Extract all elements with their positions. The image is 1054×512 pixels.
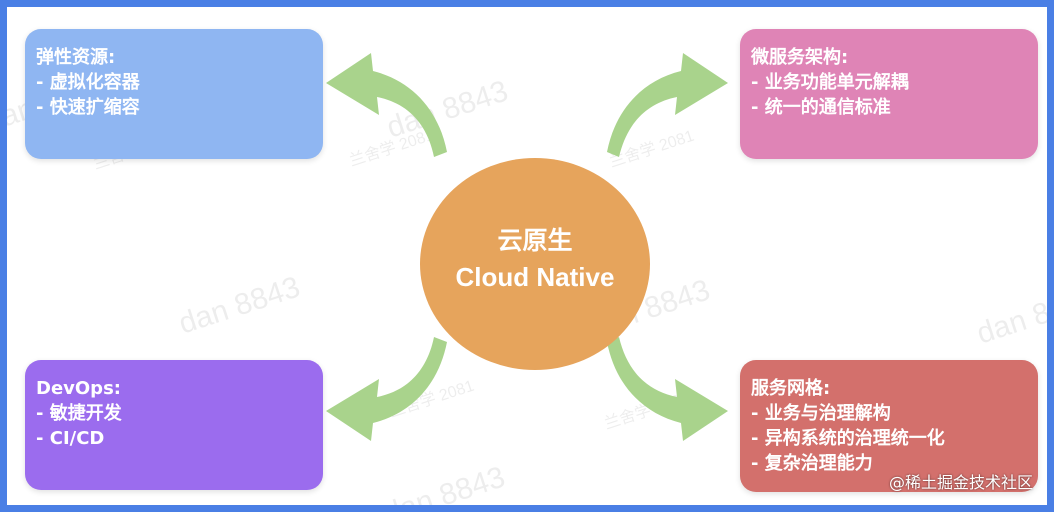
center-title-en: Cloud Native (455, 262, 615, 292)
box-devops: DevOps: - 敏捷开发 - CI/CD (25, 360, 323, 490)
box-elastic-resources: 弹性资源: - 虚拟化容器 - 快速扩缩容 (25, 29, 323, 159)
box-item: - 虚拟化容器 (36, 72, 140, 93)
box-microservices: 微服务架构: - 业务功能单元解耦 - 统一的通信标准 (740, 29, 1038, 159)
box-item: - 敏捷开发 (36, 403, 122, 424)
box-service-mesh: 服务网格: - 业务与治理解构 - 异构系统的治理统一化 - 复杂治理能力 (740, 360, 1038, 492)
box-item: - 快速扩缩容 (36, 97, 140, 118)
box-item: - 复杂治理能力 (751, 453, 873, 474)
box-title: 服务网格: (751, 378, 831, 399)
center-cloud-native: 云原生 Cloud Native (420, 158, 650, 370)
box-item: - 异构系统的治理统一化 (751, 428, 945, 449)
box-item: - 业务与治理解构 (751, 403, 891, 424)
arrow-bottom-right (607, 337, 728, 441)
box-title: DevOps: (36, 378, 121, 399)
box-title: 微服务架构: (751, 47, 849, 68)
source-credit: @稀土掘金技术社区 (888, 473, 1033, 492)
arrow-top-left (326, 53, 447, 157)
arrow-top-right (607, 53, 728, 157)
box-item: - CI/CD (36, 428, 105, 449)
box-item: - 统一的通信标准 (751, 97, 891, 118)
box-item: - 业务功能单元解耦 (751, 72, 909, 93)
center-title-zh: 云原生 (497, 226, 573, 255)
box-title: 弹性资源: (36, 47, 116, 68)
arrows-layer (326, 53, 728, 441)
arrow-bottom-left (326, 337, 447, 441)
